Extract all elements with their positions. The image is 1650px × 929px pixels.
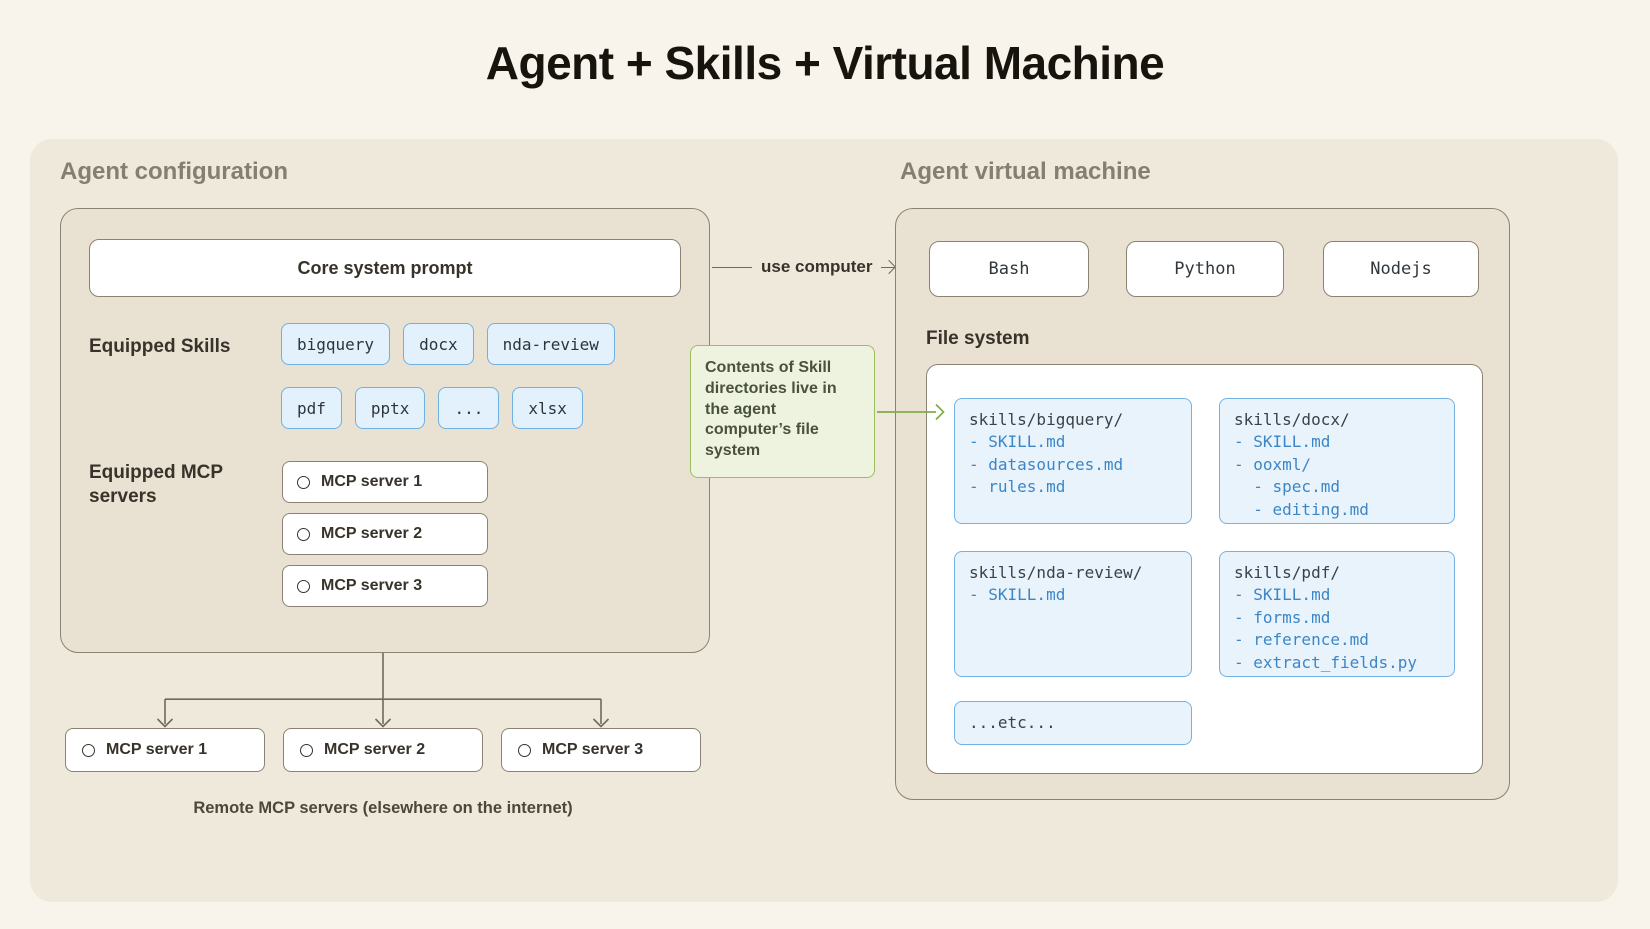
- directory-card-pdf: skills/pdf/ - SKILL.md - forms.md - refe…: [1219, 551, 1455, 677]
- page-title: Agent + Skills + Virtual Machine: [485, 37, 1165, 89]
- directory-card-docx: skills/docx/ - SKILL.md - ooxml/ - spec.…: [1219, 398, 1455, 524]
- directory-item: - reference.md: [1234, 630, 1369, 650]
- skill-chip-nda-review: nda-review: [486, 323, 615, 365]
- core-system-prompt-label: Core system prompt: [297, 257, 473, 278]
- skills-note-box: Contents of Skill directories live in th…: [690, 345, 875, 478]
- core-system-prompt-box: Core system prompt: [89, 239, 681, 297]
- mcp-server-item: MCP server 1: [282, 461, 488, 503]
- directory-item: - ooxml/: [1234, 454, 1312, 474]
- remote-server-label: MCP server 3: [542, 741, 644, 758]
- use-computer-connector: use computer: [712, 254, 897, 280]
- directory-item: - SKILL.md: [1234, 585, 1331, 605]
- skills-row-1: bigquery docx nda-review: [281, 323, 615, 365]
- server-circle-icon: [82, 743, 95, 757]
- server-circle-icon: [297, 527, 310, 541]
- agent-config-section-label: Agent configuration: [60, 158, 288, 185]
- runtime-box-bash: Bash: [929, 241, 1089, 297]
- skill-chip-bigquery: bigquery: [281, 323, 391, 365]
- equipped-mcp-label: Equipped MCP servers: [89, 462, 223, 507]
- directory-item: - rules.md: [969, 477, 1066, 497]
- directory-header: skills/docx/: [1234, 410, 1350, 429]
- directory-item: - datasources.md: [969, 454, 1124, 474]
- directory-item: - SKILL.md: [969, 585, 1066, 605]
- mcp-server-stack: MCP server 1 MCP server 2 MCP server 3: [282, 461, 488, 607]
- remote-servers-caption: Remote MCP servers (elsewhere on the int…: [193, 799, 573, 817]
- runtime-box-python: Python: [1126, 241, 1284, 297]
- directory-card-etc: ...etc...: [954, 701, 1192, 745]
- directory-header: skills/pdf/: [1234, 563, 1340, 582]
- skills-note-text: Contents of Skill directories live in th…: [705, 359, 837, 460]
- mcp-server-label: MCP server 2: [321, 525, 423, 542]
- file-system-box: skills/bigquery/ - SKILL.md - datasource…: [926, 364, 1483, 774]
- remote-server-label: MCP server 1: [106, 741, 208, 758]
- directory-header: ...etc...: [969, 713, 1056, 732]
- mcp-server-label: MCP server 1: [321, 473, 423, 490]
- runtime-box-nodejs: Nodejs: [1323, 241, 1479, 297]
- directory-item: - extract_fields.py: [1234, 652, 1418, 672]
- server-circle-icon: [297, 579, 310, 593]
- skill-chip-xlsx: xlsx: [512, 387, 583, 429]
- skills-row-2: pdf pptx ... xlsx: [281, 387, 583, 429]
- skill-chip-pdf: pdf: [281, 387, 342, 429]
- skill-chip-docx: docx: [403, 323, 474, 365]
- directory-item: - SKILL.md: [969, 432, 1066, 452]
- directory-card-bigquery: skills/bigquery/ - SKILL.md - datasource…: [954, 398, 1192, 524]
- connector-line: [881, 266, 896, 268]
- equipped-skills-label: Equipped Skills: [89, 336, 231, 357]
- skill-chip-ellipsis: ...: [438, 387, 500, 429]
- skill-chip-pptx: pptx: [354, 387, 426, 429]
- agent-vm-box: Bash Python Nodejs File system skills/bi…: [895, 208, 1510, 800]
- server-circle-icon: [297, 475, 310, 489]
- vm-section-label: Agent virtual machine: [900, 158, 1151, 185]
- directory-item: - SKILL.md: [1234, 432, 1331, 452]
- remote-server-label: MCP server 2: [324, 741, 426, 758]
- remote-mcp-server-1: MCP server 1: [65, 728, 265, 772]
- directory-header: skills/nda-review/: [969, 563, 1143, 582]
- agent-config-box: Core system prompt Equipped Skills bigqu…: [60, 208, 710, 653]
- directory-item: - spec.md: [1234, 477, 1340, 497]
- server-circle-icon: [518, 743, 531, 757]
- remote-mcp-server-3: MCP server 3: [501, 728, 701, 772]
- arrow-right-icon: [881, 259, 897, 275]
- directory-item: - forms.md: [1234, 607, 1331, 627]
- connector-line: [712, 266, 752, 268]
- directory-header: skills/bigquery/: [969, 410, 1124, 429]
- remote-mcp-server-2: MCP server 2: [283, 728, 483, 772]
- directory-card-nda-review: skills/nda-review/ - SKILL.md: [954, 551, 1192, 677]
- mcp-server-item: MCP server 2: [282, 513, 488, 555]
- directory-item: - editing.md: [1234, 499, 1369, 519]
- mcp-server-label: MCP server 3: [321, 577, 423, 594]
- mcp-server-item: MCP server 3: [282, 565, 488, 607]
- file-system-label: File system: [926, 328, 1030, 349]
- use-computer-label: use computer: [761, 257, 873, 276]
- server-circle-icon: [300, 743, 313, 757]
